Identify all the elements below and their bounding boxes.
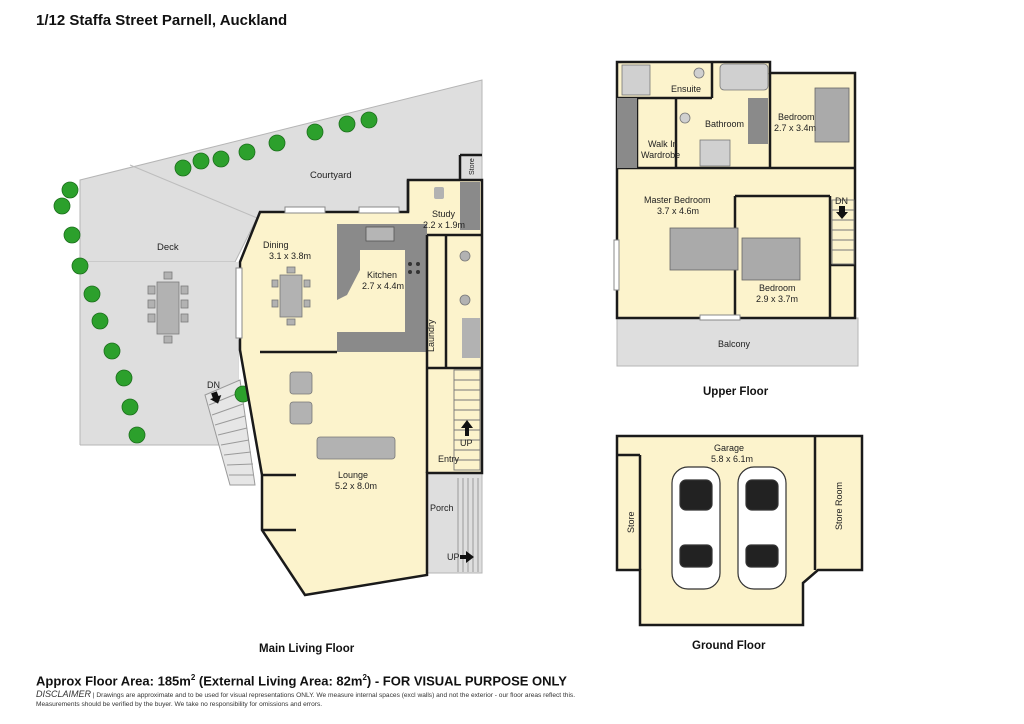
garage-label: Garage [714,443,744,453]
upper-floor [613,60,859,367]
dn-arrow-icon [836,206,848,219]
tree-icon [103,342,121,360]
porch-label: Porch [430,503,454,513]
bedroom1-label: Bedroom [778,112,815,122]
courtyard-label: Courtyard [310,170,352,181]
kitchen-sink [365,226,395,242]
tree-icon [121,398,139,416]
shower-icon [621,64,651,96]
main-living-floor: DN [53,79,484,597]
dining-dim: 3.1 x 3.8m [269,251,311,261]
disclaimer-line2: Measurements should be verified by the b… [36,700,323,708]
basin-icon [459,294,471,306]
up-label: UP [460,438,473,448]
wiw-label-2: Wardrobe [641,150,680,160]
disclaimer: DISCLAIMER | Drawings are approximate an… [36,690,996,709]
wiw-label-1: Walk In [648,139,678,149]
dining-table [271,266,311,326]
store-label: Store [469,158,476,175]
tree-icon [238,143,256,161]
lounge-dim: 5.2 x 8.0m [335,481,377,491]
bathroom-label: Bathroom [705,119,744,129]
master-dim: 3.7 x 4.6m [657,206,699,216]
tree-icon [83,285,101,303]
car-icon [737,466,787,590]
toilet-icon [679,112,691,124]
dn-arrow-icon [210,391,222,404]
store-room-label: Store Room [834,482,844,530]
lounge-label: Lounge [338,470,368,480]
laundry-bench [462,318,480,358]
kitchen-bench-side [405,224,427,332]
balcony-area [616,317,859,367]
bathtub-icon [719,63,769,91]
tree-icon [61,181,79,199]
main-stairs [453,369,481,471]
ground-floor [615,434,864,627]
study-label: Study [432,209,456,219]
tree-icon [91,312,109,330]
tree-icon [212,150,230,168]
entry-label: Entry [438,454,460,464]
master-label: Master Bedroom [644,195,711,205]
tree-icon [115,369,133,387]
trees [53,111,378,444]
disclaimer-line1: | Drawings are approximate and to be use… [91,692,576,699]
up-arrow-icon [461,420,473,436]
cooktop-icon [408,262,420,274]
car-icon [671,466,721,590]
disclaimer-heading: DISCLAIMER [36,689,92,699]
bed-icon [669,227,739,271]
tree-icon [174,159,192,177]
porch-up-arrow-icon [460,551,474,563]
balcony-label: Balcony [718,339,751,349]
deck-dn-label: DN [207,380,220,390]
deck-lower [80,262,238,445]
dining-label: Dining [263,240,289,250]
main-floor-caption: Main Living Floor [259,643,355,655]
kitchen-bench-bottom [337,332,427,352]
bed-icon [814,87,850,143]
deck-label: Deck [157,242,179,253]
floor-area-summary: Approx Floor Area: 185m2 (External Livin… [36,673,567,689]
study-desk [460,182,480,230]
tree-icon [63,226,81,244]
tree-icon [360,111,378,129]
toilet-icon [459,250,471,262]
deck-stairs [204,379,256,486]
bedroom2-dim: 2.9 x 3.7m [756,294,798,304]
laundry-label: Laundry [426,319,436,352]
toilet-icon [693,67,705,79]
porch-up-label: UP [447,552,460,562]
bedroom2-label: Bedroom [759,283,796,293]
kitchen-dim: 2.7 x 4.4m [362,281,404,291]
bath-shower-icon [699,139,731,167]
bed-icon [741,237,801,281]
lounge-furniture [289,371,396,460]
bedroom1-dim: 2.7 x 3.4m [774,123,816,133]
upper-dn-label: DN [835,196,848,206]
tree-icon [128,426,146,444]
outdoor-table [147,271,189,344]
ensuite-label: Ensuite [671,84,701,94]
tree-icon [306,123,324,141]
kitchen-label: Kitchen [367,270,397,280]
study-chair [434,187,444,199]
study-dim: 2.2 x 1.9m [423,220,465,230]
property-address: 1/12 Staffa Street Parnell, Auckland [36,12,288,29]
tree-icon [192,152,210,170]
kitchen-island [337,250,360,300]
tree-icon [268,134,286,152]
tree-icon [53,197,71,215]
tree-icon [338,115,356,133]
upper-floor-caption: Upper Floor [703,386,769,398]
tree-icon [71,257,89,275]
garage-dim: 5.8 x 6.1m [711,454,753,464]
store-label: Store [626,511,636,533]
ground-floor-caption: Ground Floor [692,640,766,652]
